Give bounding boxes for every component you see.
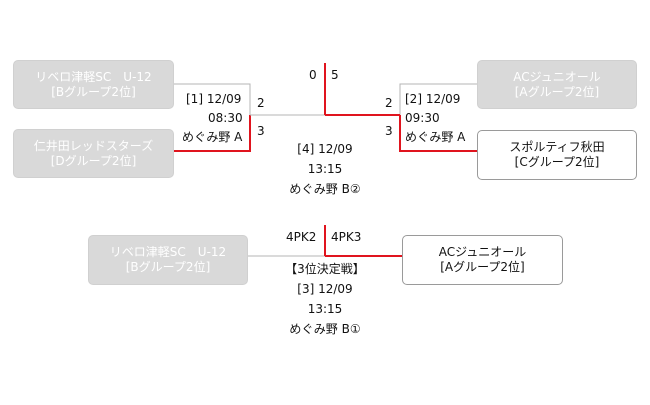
match-time: 09:30	[405, 111, 440, 125]
match-title: 【3位決定戦】	[285, 262, 365, 276]
match-label: [3] 12/09	[297, 282, 353, 296]
team-name: リベロ津軽SC U-12	[109, 245, 227, 259]
score: 0	[309, 68, 317, 82]
team-group: [Bグループ2位]	[51, 84, 136, 99]
team-name: ACジュニオール	[438, 245, 527, 259]
team-name: ACジュニオール	[513, 69, 601, 84]
team-name: リベロ津軽SC U-12	[35, 69, 152, 84]
team-group: [Aグループ2位]	[440, 260, 525, 274]
match-venue: めぐみ野 B②	[289, 182, 361, 196]
m1-bottom-line	[174, 115, 251, 152]
m1-top-line	[174, 83, 251, 115]
score: 2	[257, 96, 265, 110]
match-venue: めぐみ野 A	[405, 130, 466, 144]
match-time: 13:15	[307, 302, 343, 316]
score: 3	[385, 124, 393, 138]
score: 5	[331, 68, 339, 82]
score: 2	[385, 96, 393, 110]
team-group: [Aグループ2位]	[514, 84, 600, 99]
match-time: 13:15	[307, 162, 343, 176]
match-label: [2] 12/09	[405, 92, 461, 106]
match-venue: めぐみ野 A	[182, 130, 243, 144]
score: 4PK2	[286, 230, 317, 244]
team-box[interactable]: ACジュニオール [Aグループ2位]	[477, 60, 637, 109]
team-name: スポルティフ秋田	[509, 140, 605, 154]
match-time: 08:30	[208, 111, 243, 125]
team-box[interactable]: 仁井田レッドスターズ [Dグループ2位]	[13, 129, 174, 178]
team-group: [Cグループ2位]	[514, 155, 600, 169]
match-label: [1] 12/09	[186, 92, 242, 106]
score: 4PK3	[331, 230, 362, 244]
team-box[interactable]: リベロ津軽SC U-12 [Bグループ2位]	[88, 235, 248, 285]
match-venue: めぐみ野 B①	[289, 322, 361, 336]
team-box[interactable]: ACジュニオール [Aグループ2位]	[402, 235, 563, 285]
match-label: [4] 12/09	[297, 142, 353, 156]
team-box[interactable]: リベロ津軽SC U-12 [Bグループ2位]	[13, 60, 174, 109]
m2-top-line	[399, 83, 477, 115]
m2-bottom-line	[399, 115, 477, 152]
team-box[interactable]: スポルティフ秋田 [Cグループ2位]	[477, 130, 637, 180]
team-name: 仁井田レッドスターズ	[33, 138, 154, 153]
team-group: [Dグループ2位]	[50, 153, 137, 168]
team-group: [Bグループ2位]	[125, 260, 211, 274]
score: 3	[257, 124, 265, 138]
